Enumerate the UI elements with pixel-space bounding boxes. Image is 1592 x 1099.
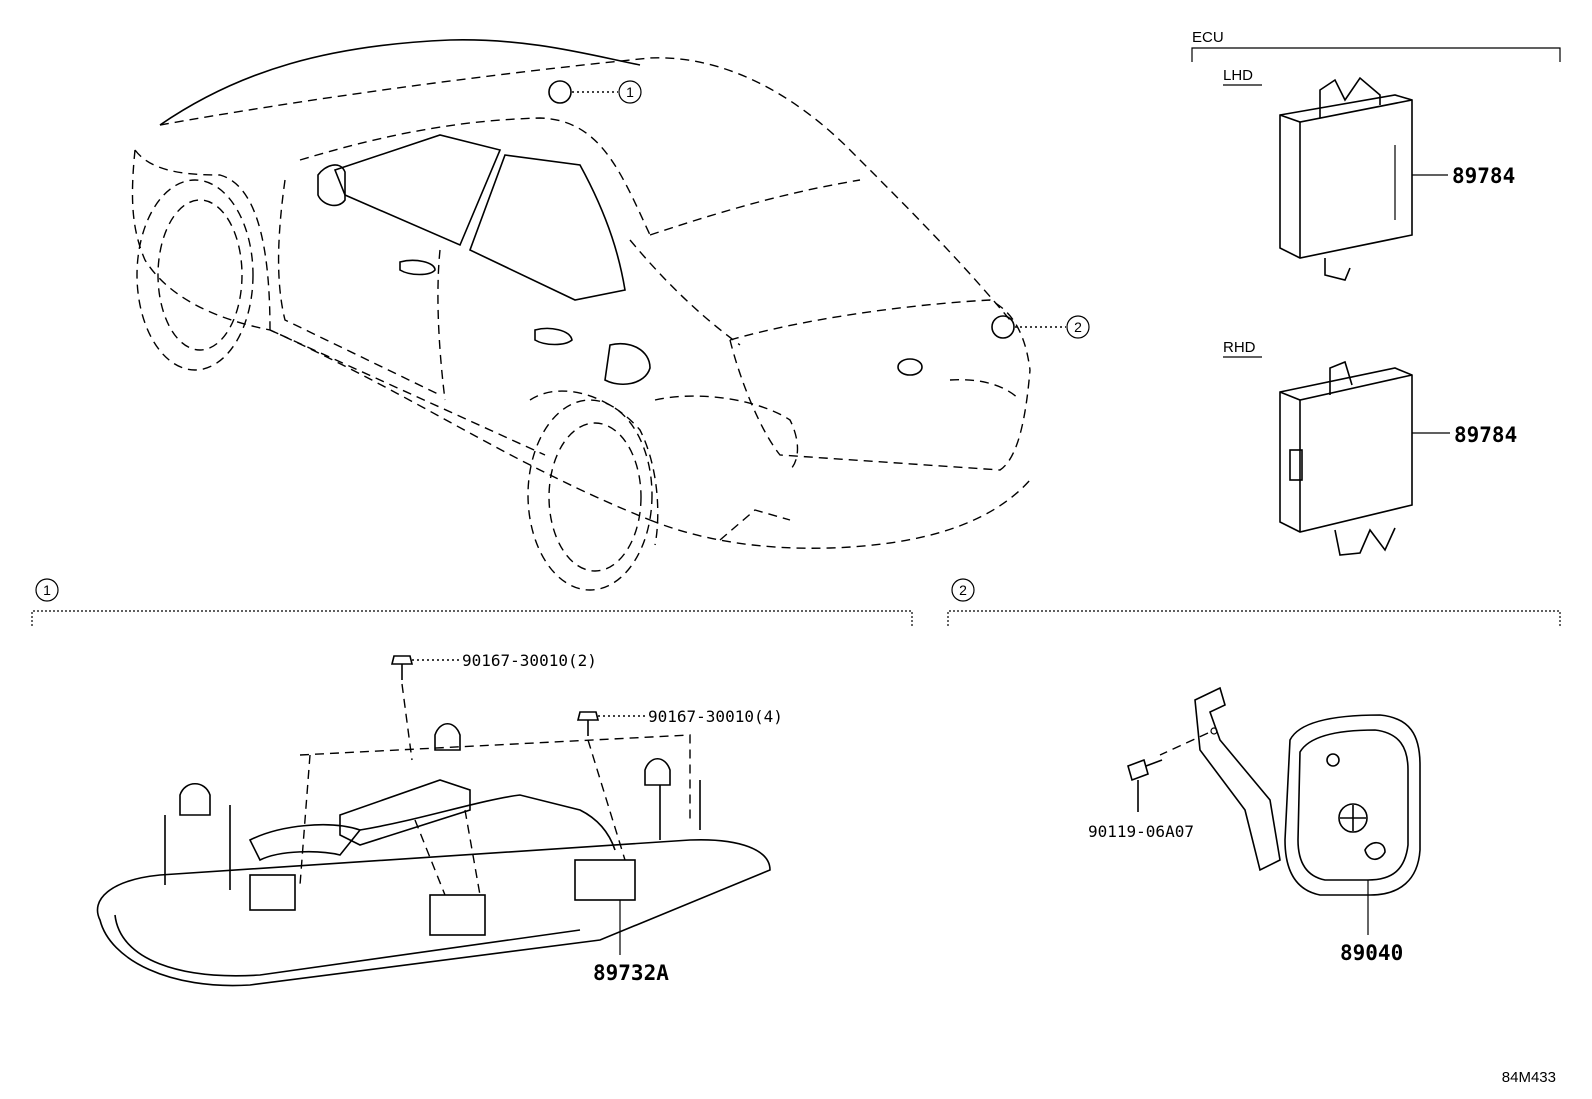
ref-marker-1: 1 [548, 80, 642, 104]
ref-marker-2: 2 [991, 315, 1090, 339]
ecu-group: ECU LHD RHD 89784 89784 [1191, 29, 1561, 556]
diagram-code: 84M433 [1502, 1069, 1556, 1086]
section-2: 2 90119-06A07 89040 [947, 578, 1561, 965]
lhd-label: LHD [1223, 67, 1253, 84]
rhd-label: RHD [1223, 339, 1256, 356]
ecu-rhd-module: 89784 [1279, 360, 1517, 556]
part-number-screw-b: 90167-30010(4) [648, 707, 783, 726]
section-1: 1 90167-30010(2) 90167-30010(4) [31, 578, 913, 987]
ecu-lhd-module: 89784 [1279, 76, 1515, 281]
bracket [1159, 686, 1281, 872]
part-number-sensor-front: 89732A [593, 961, 669, 985]
part-number-screw-a: 90167-30010(2) [462, 651, 597, 670]
part-number-bolt: 90119-06A07 [1088, 822, 1194, 841]
vehicle-illustration [131, 39, 1031, 591]
bolt: 90119-06A07 [1088, 758, 1194, 841]
screw-a: 90167-30010(2) [390, 651, 597, 761]
part-number-ecu-lhd: 89784 [1452, 164, 1515, 188]
ref-marker-1-number: 1 [626, 84, 634, 100]
ecu-label: ECU [1192, 29, 1224, 46]
section-1-marker: 1 [43, 582, 51, 598]
section-2-marker: 2 [959, 582, 967, 598]
screw-b: 90167-30010(4) [576, 707, 783, 861]
part-number-ecu-rhd: 89784 [1454, 423, 1517, 447]
part-number-sensor-rear: 89040 [1340, 941, 1403, 965]
ref-marker-2-number: 2 [1074, 319, 1082, 335]
rear-sensor: 89040 [1284, 714, 1421, 965]
roof-console-assembly: 89732A [96, 722, 771, 987]
